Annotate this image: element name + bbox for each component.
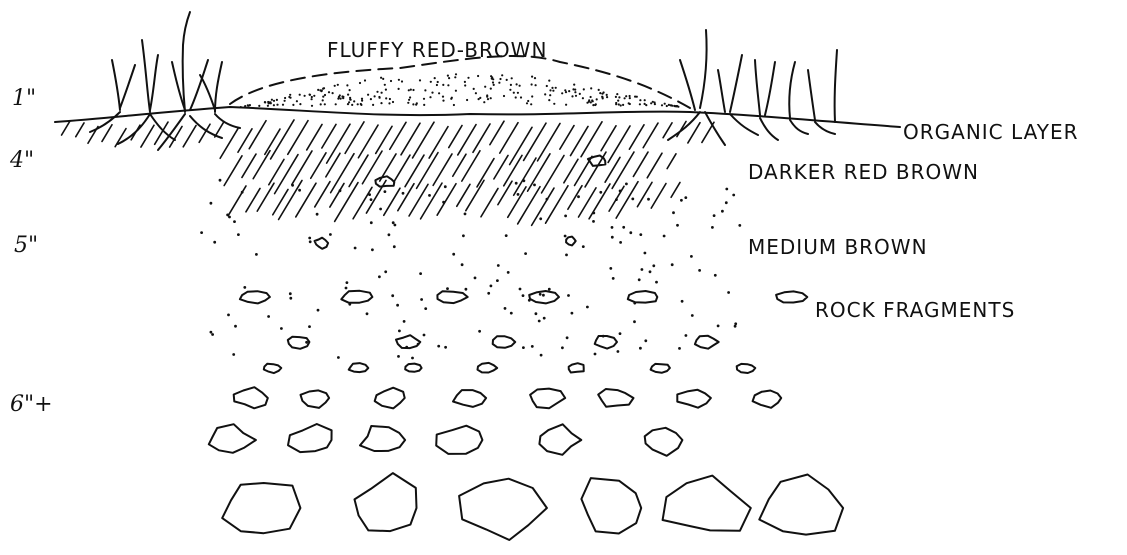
depth-label-6in-plus: 6"+ bbox=[10, 392, 53, 417]
darker-layer-hatching bbox=[62, 120, 714, 225]
label-rock-fragments: ROCK FRAGMENTS bbox=[815, 298, 1015, 322]
label-darker-red-brown: DARKER RED BROWN bbox=[748, 160, 979, 184]
depth-label-5in: 5" bbox=[14, 233, 38, 258]
label-medium-brown: MEDIUM BROWN bbox=[748, 235, 928, 259]
fluffy-mound-outline bbox=[230, 56, 690, 108]
depth-label-1in: 1" bbox=[12, 86, 36, 111]
label-organic-layer: ORGANIC LAYER bbox=[903, 120, 1078, 144]
rock-fragments bbox=[209, 156, 843, 541]
label-fluffy-red-brown: FLUFFY RED-BROWN bbox=[327, 38, 547, 62]
left-plants bbox=[90, 12, 240, 150]
medium-layer-dots bbox=[200, 179, 741, 360]
fluffy-layer-dots bbox=[240, 73, 680, 108]
depth-label-4in: 4" bbox=[10, 148, 34, 173]
right-plants bbox=[668, 30, 837, 145]
